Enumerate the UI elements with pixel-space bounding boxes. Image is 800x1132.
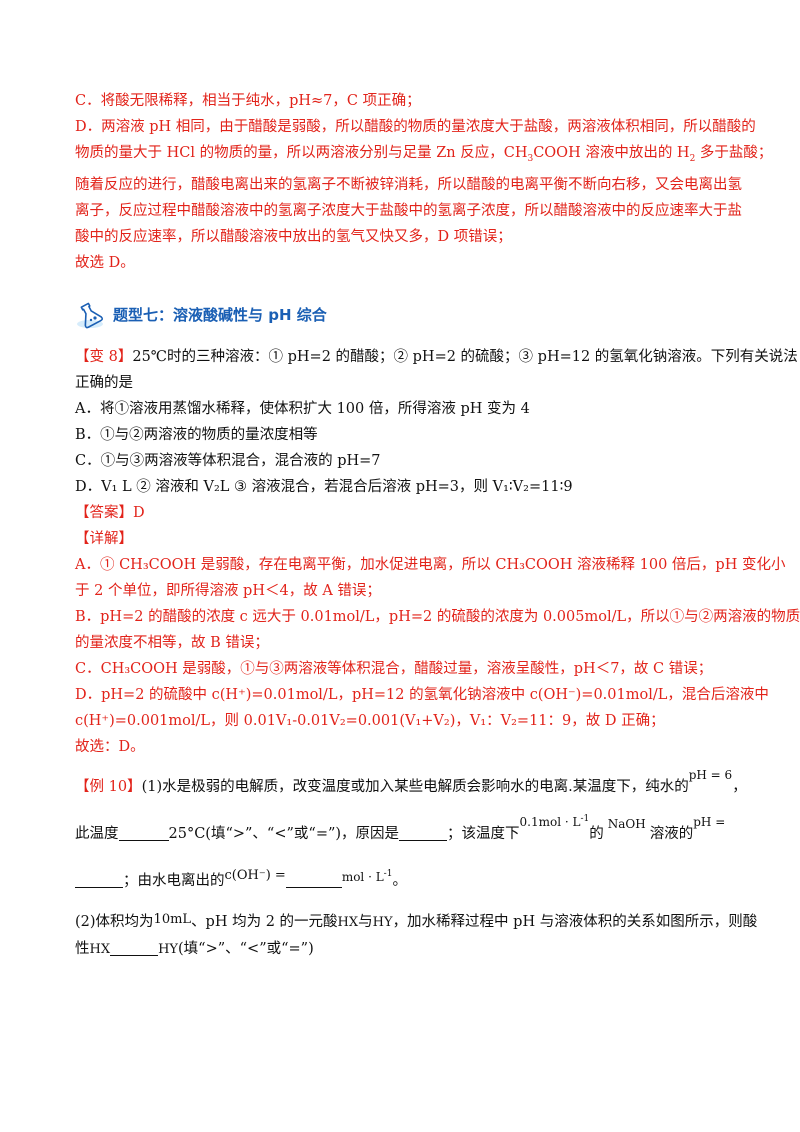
ex10-line-4: (2)体积均为10mL、pH 均为 2 的一元酸HX与HY，加水稀释过程中 pH… [75, 911, 758, 930]
q8-answer: 【答案】D [75, 504, 145, 521]
q8-explain-d-2: c(H⁺)=0.001mol/L，则 0.01V₁-0.01V₂=0.001(V… [75, 712, 665, 729]
q8-final-answer: 故选：D。 [75, 738, 145, 755]
q8-explain-a-2: 于 2 个单位，即所得溶液 pH＜4，故 A 错误； [75, 582, 381, 599]
section-title: 题型七：溶液酸碱性与 pH 综合 [113, 306, 327, 325]
flask-icon [77, 302, 104, 329]
explain-d-3: 随着反应的进行，醋酸电离出来的氢离子不断被锌消耗，所以醋酸的电离平衡不断向右移，… [75, 176, 742, 193]
q8-option-b: B．①与②两溶液的物质的量浓度相等 [75, 426, 318, 443]
explain-d-4: 离子，反应过程中醋酸溶液中的氢离子浓度大于盐酸中的氢离子浓度，所以醋酸溶液中的反… [75, 202, 742, 219]
blank-5[interactable] [110, 941, 159, 956]
q8-explain-c: C．CH₃COOH 是弱酸，①与③两溶液等体积混合，醋酸过量，溶液呈酸性，pH＜… [75, 660, 713, 677]
q8-detail-tag: 【详解】 [75, 530, 133, 547]
q8-option-d: D．V₁ L ② 溶液和 V₂L ③ 溶液混合，若混合后溶液 pH=3，则 V₁… [75, 478, 573, 495]
blank-1[interactable] [118, 826, 169, 841]
q8-option-c: C．①与③两溶液等体积混合，混合液的 pH=7 [75, 452, 381, 469]
ex10-line-3: ；由水电离出的c(OH⁻) =mol · L-1。 [75, 865, 725, 895]
q8-option-a: A．将①溶液用蒸馏水稀释，使体积扩大 100 倍，所得溶液 pH 变为 4 [75, 400, 530, 417]
blank-4[interactable] [285, 873, 342, 888]
explain-c: C．将酸无限稀释，相当于纯水，pH≈7，C 项正确； [75, 93, 421, 109]
q8-explain-b-2: 的量浓度不相等，故 B 错误； [75, 634, 269, 651]
blank-3[interactable] [75, 873, 123, 888]
page-content: C．将酸无限稀释，相当于纯水，pH≈7，C 项正确； D．两溶液 pH 相同，由… [75, 88, 800, 963]
explain-answer: 故选 D。 [75, 254, 135, 271]
section-header: 题型七：溶液酸碱性与 pH 综合 [75, 298, 725, 332]
ex10-ph-value: pH = 6 [688, 767, 733, 782]
ex10-line-1: 【例 10】(1)水是极弱的电解质，改变温度或加入某些电解质会影响水的电离.某温… [75, 767, 747, 795]
explain-d-1: D．两溶液 pH 相同，由于醋酸是弱酸，所以醋酸的物质的量浓度大于盐酸，两溶液体… [75, 119, 756, 135]
q8-stem-2: 正确的是 [75, 374, 133, 391]
q8-explain-a-1: A．① CH₃COOH 是弱酸，存在电离平衡，加水促进电离，所以 CH₃COOH… [75, 556, 786, 573]
explain-d-2: 物质的量大于 HCl 的物质的量，所以两溶液分别与足量 Zn 反应，CH3COO… [75, 145, 773, 164]
blank-2[interactable] [399, 826, 448, 841]
q8-explain-d-1: D．pH=2 的硫酸中 c(H⁺)=0.01mol/L，pH=12 的氢氧化钠溶… [75, 686, 769, 703]
q8-explain-b-1: B．pH=2 的醋酸的浓度 c 远大于 0.01mol/L，pH=2 的硫酸的浓… [75, 608, 800, 625]
q8-stem-1: 【变 8】25℃时的三种溶液：① pH=2 的醋酸；② pH=2 的硫酸；③ p… [75, 348, 798, 365]
explain-d-5: 酸中的反应速率，所以醋酸溶液中放出的氢气又快又多，D 项错误； [75, 228, 512, 245]
